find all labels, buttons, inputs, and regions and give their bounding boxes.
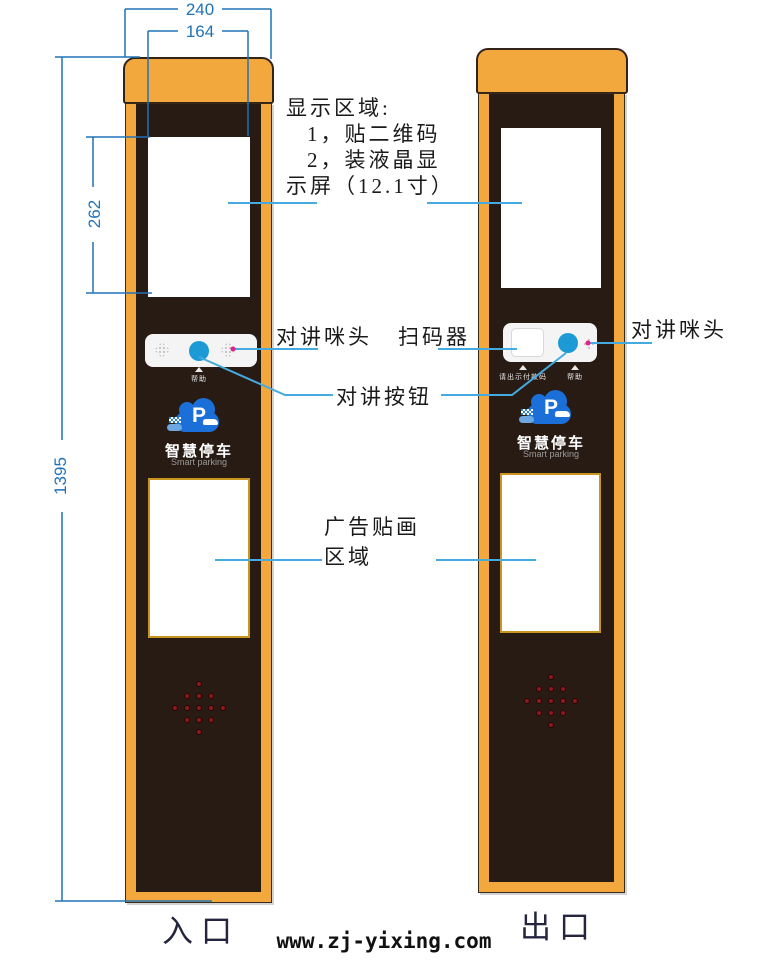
smart-parking-logo: P 智慧停车 Smart parking	[159, 398, 239, 470]
logo-p-mark: P	[543, 396, 558, 419]
intercom-panel-left	[145, 334, 257, 367]
ad-sticker-area-right	[500, 473, 601, 633]
logo-mini-cloud-icon	[519, 416, 534, 423]
display-screen-area-left	[148, 137, 250, 297]
logo-car-icon	[555, 411, 570, 417]
logo-p-mark: P	[191, 404, 206, 427]
intercom-mic-icon	[154, 342, 170, 358]
scanner-window[interactable]	[511, 328, 544, 357]
intercom-button-label: 对讲按钮	[336, 385, 432, 409]
display-area-note-line: 1，贴二维码	[307, 122, 441, 146]
help-label: 帮助	[191, 376, 207, 383]
speaker-holes-icon	[171, 682, 227, 734]
ad-area-label: 广告贴画 区域	[324, 512, 420, 572]
logo-checker-icon	[521, 409, 533, 415]
logo-name-en: Smart parking	[522, 449, 580, 459]
ad-sticker-area-left	[148, 478, 250, 638]
intercom-mic-icon	[583, 338, 595, 350]
ad-area-label-line: 广告贴画	[324, 515, 420, 539]
payment-pointer-icon	[519, 365, 527, 370]
help-pointer-icon	[571, 365, 579, 370]
intercom-mic-label-left: 对讲咪头	[276, 325, 372, 349]
exit-label: 出口	[520, 910, 598, 945]
logo-name-cn: 智慧停车	[516, 435, 585, 452]
dimension-total-height: 1395	[51, 457, 70, 495]
display-screen-area-right	[501, 128, 601, 288]
dimension-cap-width: 240	[185, 0, 215, 19]
entrance-label: 入口	[162, 914, 240, 949]
logo-name-en: Smart parking	[170, 457, 228, 467]
display-area-note-line: 示屏（12.1寸）	[286, 174, 455, 198]
website-url: www.zj-yixing.com	[276, 929, 492, 953]
display-area-note: 显示区域: 1，贴二维码 2，装液晶显 示屏（12.1寸）	[286, 95, 455, 199]
ad-area-label-line: 区域	[324, 545, 372, 569]
intercom-button[interactable]	[189, 341, 209, 361]
speaker-holes-icon	[523, 675, 579, 727]
payment-label: 请出示付款码	[499, 374, 547, 381]
dimension-screen-width: 164	[185, 22, 215, 41]
help-label: 帮助	[567, 374, 583, 381]
intercom-button[interactable]	[558, 333, 578, 353]
kiosk-entrance-cap	[123, 57, 274, 104]
intercom-mic-label-right: 对讲咪头	[631, 318, 727, 342]
display-area-note-line: 2，装液晶显	[307, 148, 441, 172]
kiosk-exit-cap	[476, 48, 628, 94]
intercom-panel-right	[503, 323, 597, 362]
display-area-note-line: 显示区域:	[286, 96, 391, 120]
help-pointer-icon	[195, 367, 203, 372]
scanner-label: 扫码器	[398, 325, 470, 349]
intercom-mic-icon	[220, 342, 236, 358]
dimension-screen-height: 262	[85, 199, 104, 229]
smart-parking-logo: P 智慧停车 Smart parking	[511, 390, 591, 462]
